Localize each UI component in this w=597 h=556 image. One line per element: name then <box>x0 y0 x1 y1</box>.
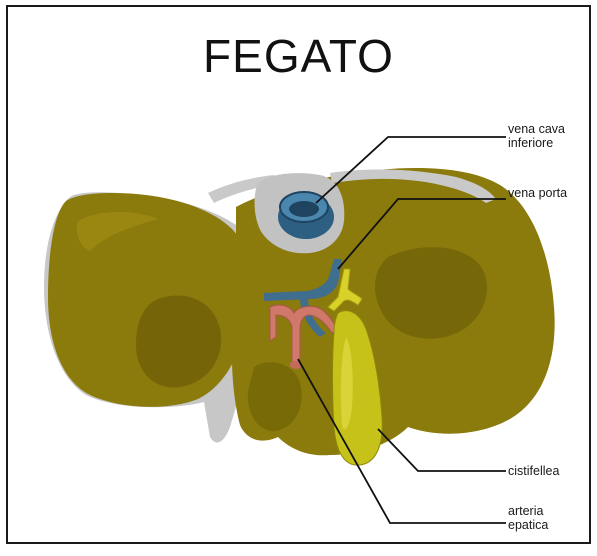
label-arteria-epatica: arteria epatica <box>508 504 548 532</box>
label-cistifellea: cistifellea <box>508 464 559 478</box>
label-vena-cava: vena cava inferiore <box>508 122 568 150</box>
label-vena-porta: vena porta <box>508 186 567 200</box>
diagram-frame: FEGATO <box>6 5 591 544</box>
liver-illustration: vena cava inferiore vena porta cistifell… <box>8 7 591 544</box>
vena-cava-lumen <box>289 201 319 217</box>
